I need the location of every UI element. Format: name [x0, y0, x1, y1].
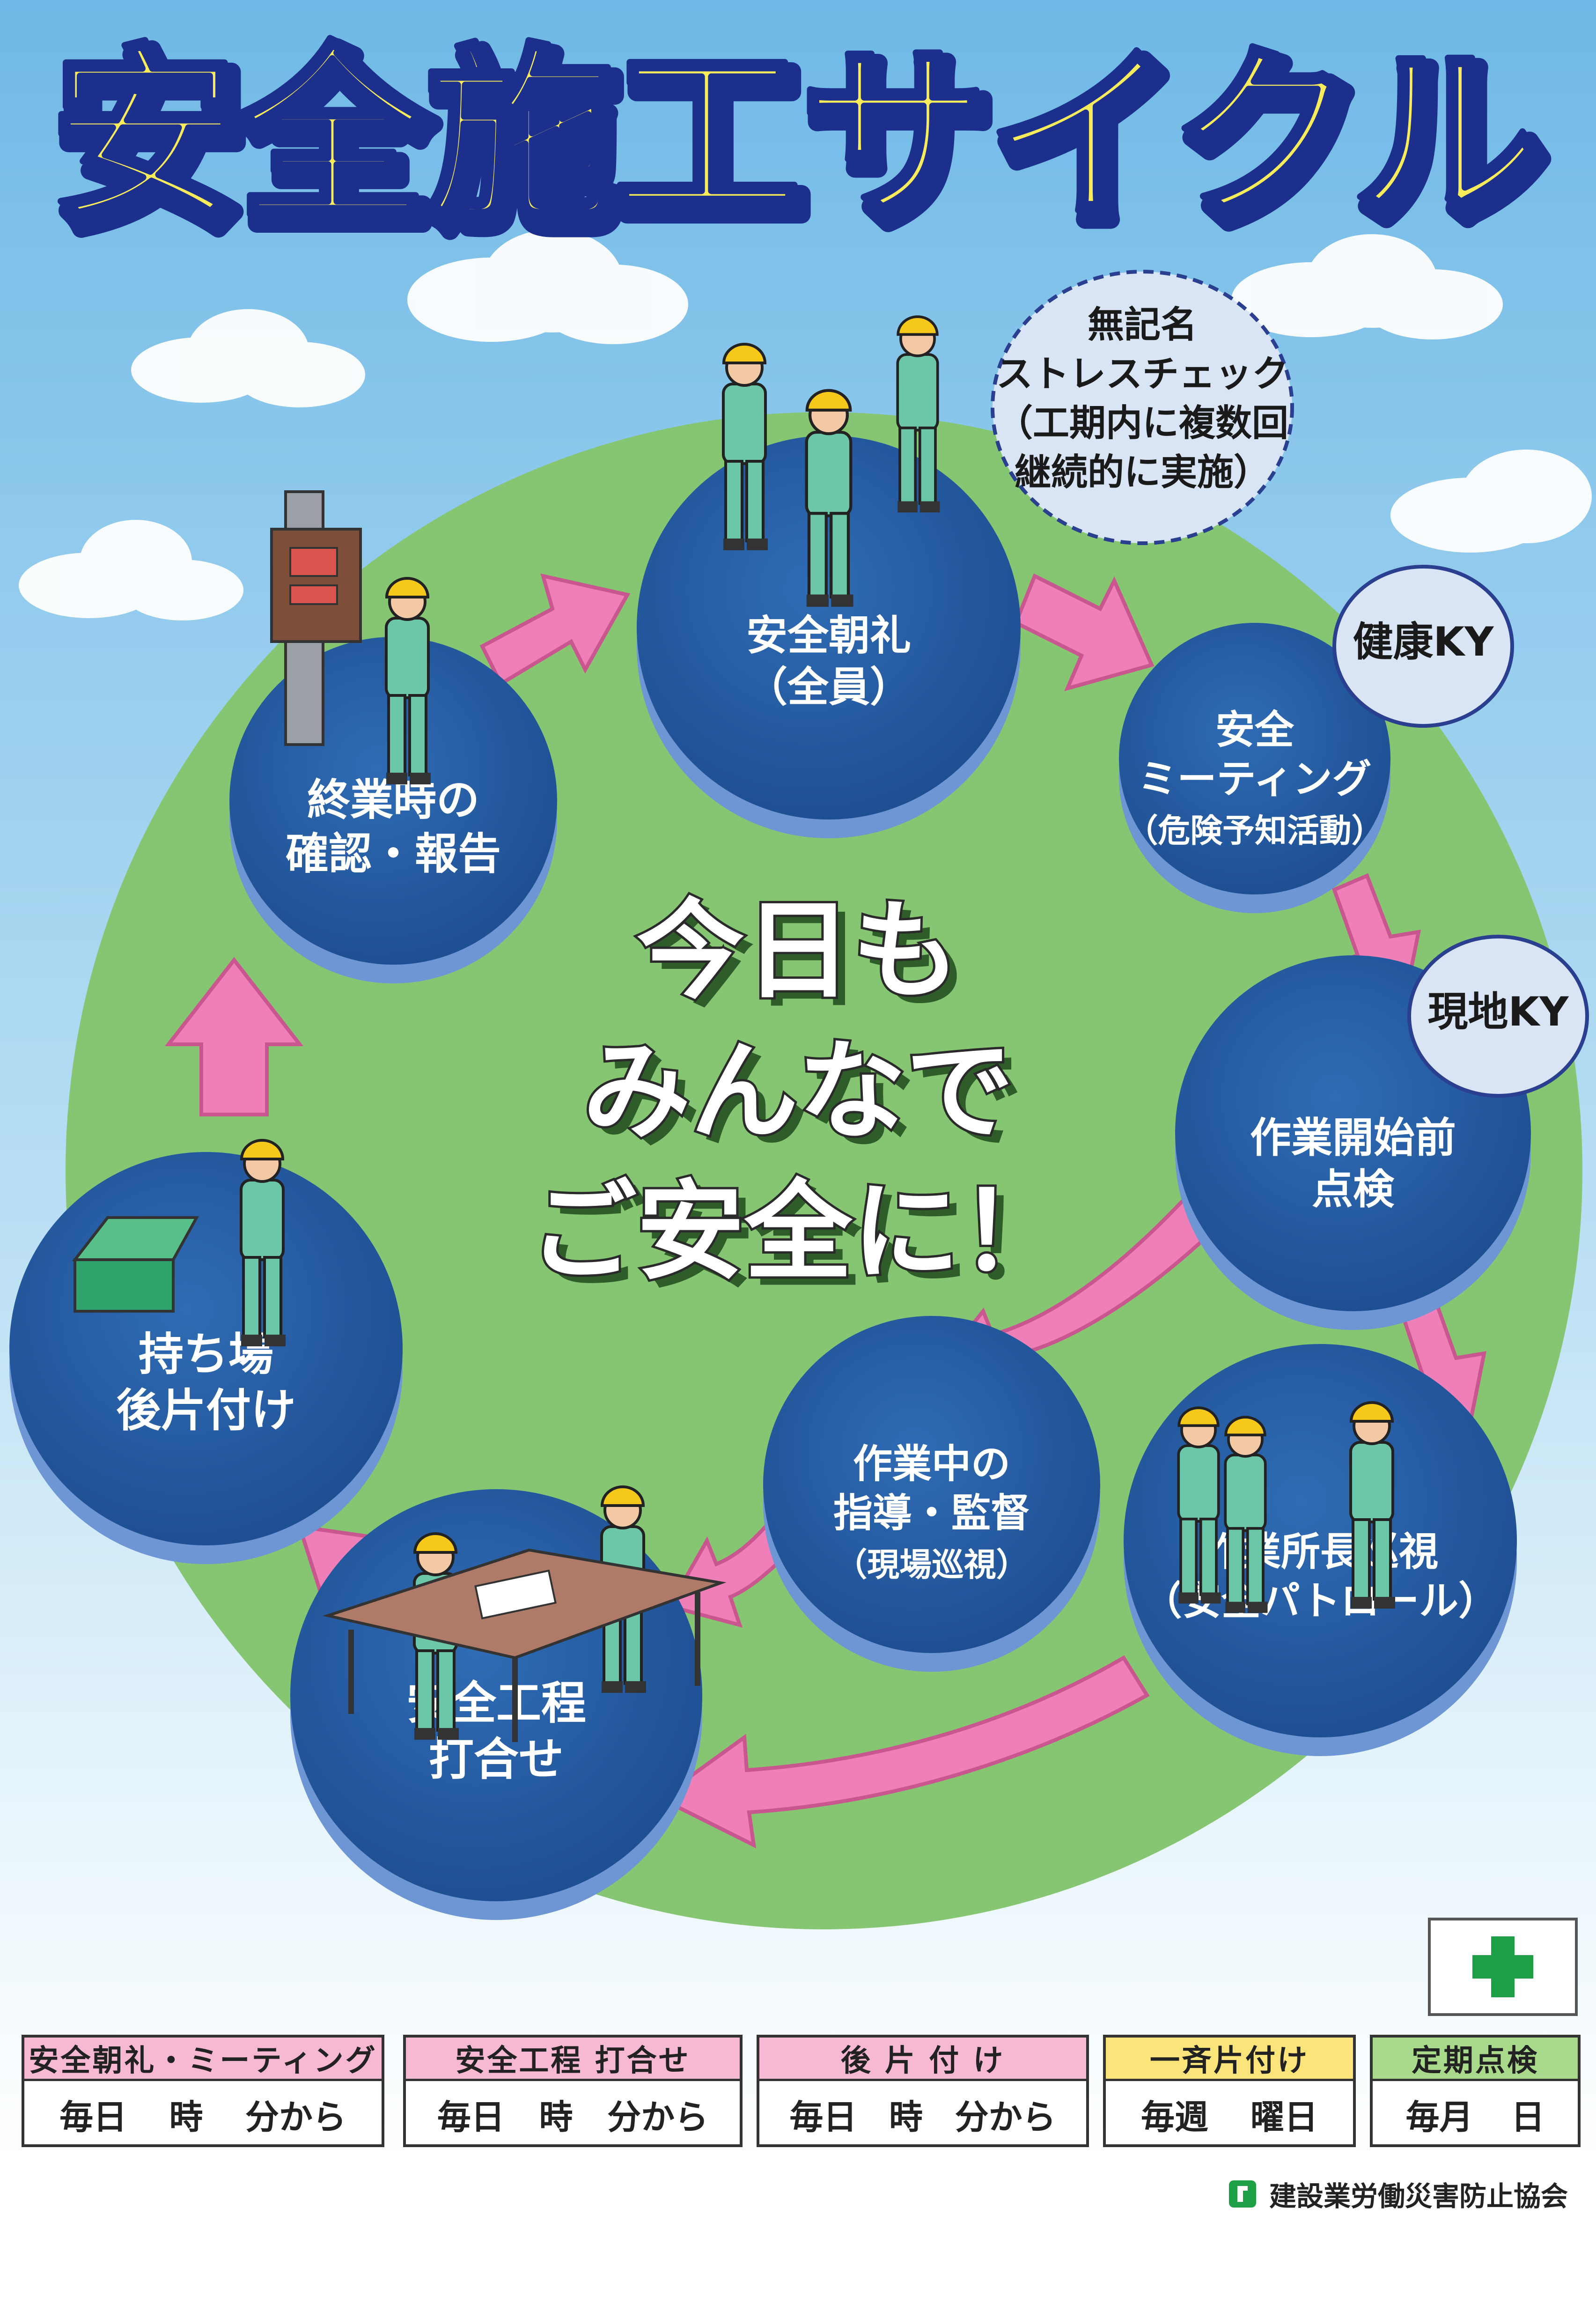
- cloud-decoration: [19, 520, 243, 620]
- schedule-cell: 安全工程 打合せ毎日時分から: [403, 2035, 743, 2147]
- safety-cross-box: [1428, 1918, 1578, 2016]
- step-label: 安全朝礼: [746, 612, 911, 660]
- schedule-value-part: 時: [889, 2097, 923, 2137]
- schedule-value-part: 時: [169, 2097, 203, 2137]
- cloud-decoration: [1231, 234, 1503, 340]
- worker-figure: [385, 577, 431, 784]
- schedule-header: 一斉片付け: [1106, 2038, 1353, 2081]
- site-ky-label: 現地KY: [1428, 989, 1570, 1035]
- schedule-value-part: 毎日: [59, 2097, 127, 2137]
- schedule-header: 後 片 付 け: [759, 2038, 1086, 2081]
- step-label: 打合せ: [429, 1733, 564, 1786]
- schedule-value: 毎日時分から: [759, 2081, 1086, 2147]
- arrow-end-to-assembly: [479, 573, 631, 687]
- title-shadow: 安全施工サイクル: [59, 37, 1547, 255]
- worker-figure: [1349, 1401, 1395, 1609]
- step-label: ミーティング: [1138, 756, 1372, 802]
- toolbox-illustration: [72, 1216, 199, 1313]
- center-message-line: ご安全に！: [529, 1170, 1067, 1295]
- schedule-value-part: 時: [539, 2097, 573, 2137]
- center-message-shadow: 今日も: [646, 897, 969, 1022]
- schedule-value-part: 日: [1511, 2097, 1545, 2137]
- stress-check-line: ストレスチェック: [996, 353, 1288, 395]
- schedule-table: 安全朝礼・ミーティング毎日時分から安全工程 打合せ毎日時分から後 片 付 け毎日…: [22, 2035, 1581, 2147]
- schedule-cell: 後 片 付 け毎日時分から: [757, 2035, 1089, 2147]
- schedule-value-part: 毎週: [1140, 2097, 1208, 2137]
- schedule-cell: 一斉片付け毎週 曜日: [1103, 2035, 1356, 2147]
- arrow-cleanup-to-end: [164, 957, 304, 1116]
- step-disc: [1119, 623, 1390, 894]
- center-message-line: 今日も: [637, 889, 960, 1014]
- green-cross-icon: [1472, 1936, 1533, 1997]
- step-label: 指導・監督: [833, 1490, 1030, 1536]
- schedule-value-part: 毎日: [437, 2097, 505, 2137]
- organization-logo-icon: [1228, 2180, 1256, 2208]
- background-clouds: [19, 229, 1592, 620]
- health-ky-cloud: 健康KY: [1332, 565, 1514, 728]
- step-label: 点検: [1312, 1165, 1395, 1213]
- schedule-value-part: 分から: [955, 2097, 1056, 2137]
- step-label: 作業中の: [853, 1441, 1010, 1487]
- step-label: （全員）: [746, 663, 911, 711]
- center-message-shadow: みんなで: [592, 1038, 1023, 1163]
- schedule-cell: 安全朝礼・ミーティング毎日 時 分から: [22, 2035, 384, 2147]
- worker-figure: [1177, 1406, 1221, 1604]
- step-label: 安全: [1215, 707, 1294, 753]
- site-ky-cloud: 現地KY: [1407, 935, 1589, 1098]
- schedule-value: 毎週 曜日: [1106, 2081, 1353, 2147]
- stress-check-line: （工期内に複数回: [996, 402, 1288, 444]
- organization-name: 建設業労働災害防止協会: [1269, 2180, 1568, 2212]
- health-ky-label: 健康KY: [1353, 619, 1495, 665]
- schedule-value-part: 毎月: [1405, 2097, 1473, 2137]
- step-label: 作業開始前: [1250, 1114, 1456, 1162]
- schedule-value: 毎月日: [1373, 2081, 1578, 2147]
- worker-figure: [722, 343, 768, 550]
- step-disc: [1124, 1344, 1517, 1737]
- electrical-panel-illustration: [270, 490, 362, 746]
- worker-figure: [240, 1139, 286, 1346]
- step-label: 確認・報告: [286, 829, 501, 879]
- worker-figure: [1224, 1416, 1268, 1613]
- schedule-value-part: 分から: [245, 2097, 346, 2137]
- schedule-value: 毎日時分から: [406, 2081, 740, 2147]
- organization-footer: 建設業労働災害防止協会: [1227, 2173, 1568, 2215]
- step-label: 後片付け: [116, 1384, 296, 1437]
- schedule-header: 安全朝礼・ミーティング: [24, 2038, 382, 2081]
- schedule-value-part: 分から: [607, 2097, 709, 2137]
- step-label: （現場巡視）: [835, 1546, 1028, 1584]
- stress-check-line: 継続的に実施）: [1015, 451, 1270, 494]
- page-title: 安全施工サイクル: [51, 28, 1540, 246]
- cloud-decoration: [1390, 450, 1592, 553]
- step-label: （危険予知活動）: [1126, 812, 1384, 850]
- cloud-decoration: [407, 229, 688, 344]
- worker-figure: [805, 389, 853, 607]
- center-message-shadow: ご安全に！: [538, 1178, 1077, 1303]
- table-illustration: [322, 1548, 727, 1742]
- center-message-line: みんなで: [583, 1029, 1014, 1154]
- schedule-value-part: 毎日: [789, 2097, 857, 2137]
- schedule-header: 安全工程 打合せ: [406, 2038, 740, 2081]
- schedule-cell: 定期点検毎月日: [1370, 2035, 1581, 2147]
- step-disc: [763, 1316, 1100, 1653]
- schedule-value: 毎日 時 分から: [24, 2081, 382, 2147]
- schedule-header: 定期点検: [1373, 2038, 1578, 2081]
- step-supervisor-patrol: 作業所長巡視（安全パトロール）: [1124, 1344, 1517, 1756]
- cloud-decoration: [131, 309, 365, 407]
- schedule-value-part: 曜日: [1250, 2097, 1318, 2137]
- stress-check-line: 無記名: [1088, 304, 1197, 346]
- title-group: 安全施工サイクル 安全施工サイクル: [48, 25, 1557, 265]
- worker-figure: [896, 315, 940, 513]
- arrow-assembly-to-meeting: [1013, 573, 1155, 692]
